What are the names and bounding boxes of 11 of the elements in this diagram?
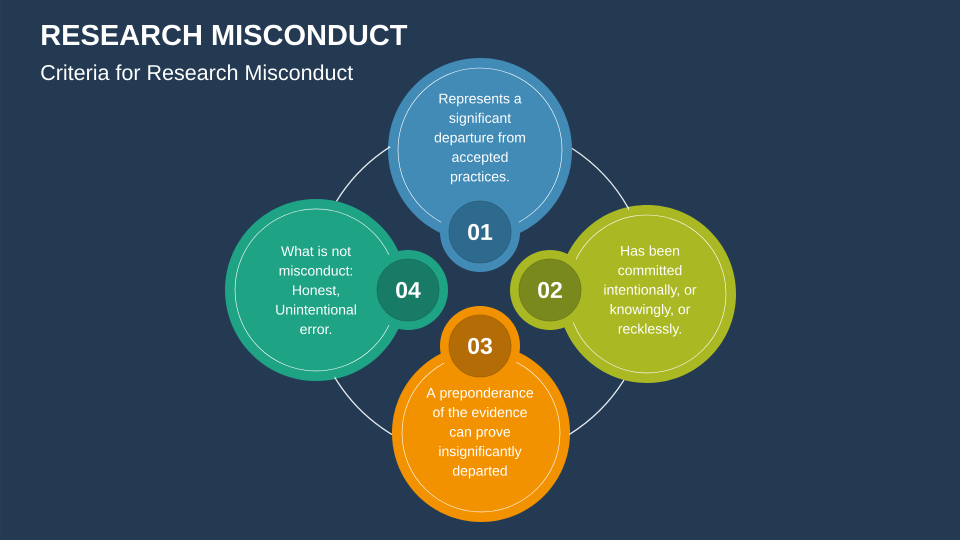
connector-arc [334,377,392,436]
number-badge: 02 [510,250,590,330]
title: RESEARCH MISCONDUCT [42,24,408,46]
connector-arc [572,148,630,209]
number-badge: 03 [440,306,520,386]
connector-arc [336,146,390,202]
node-label: 01 [468,224,492,240]
subtitle: Criteria for Research Misconduct [41,64,354,80]
number-badge: 04 [368,250,448,330]
connector-arc [569,380,625,435]
number-badge: 01 [440,192,520,272]
